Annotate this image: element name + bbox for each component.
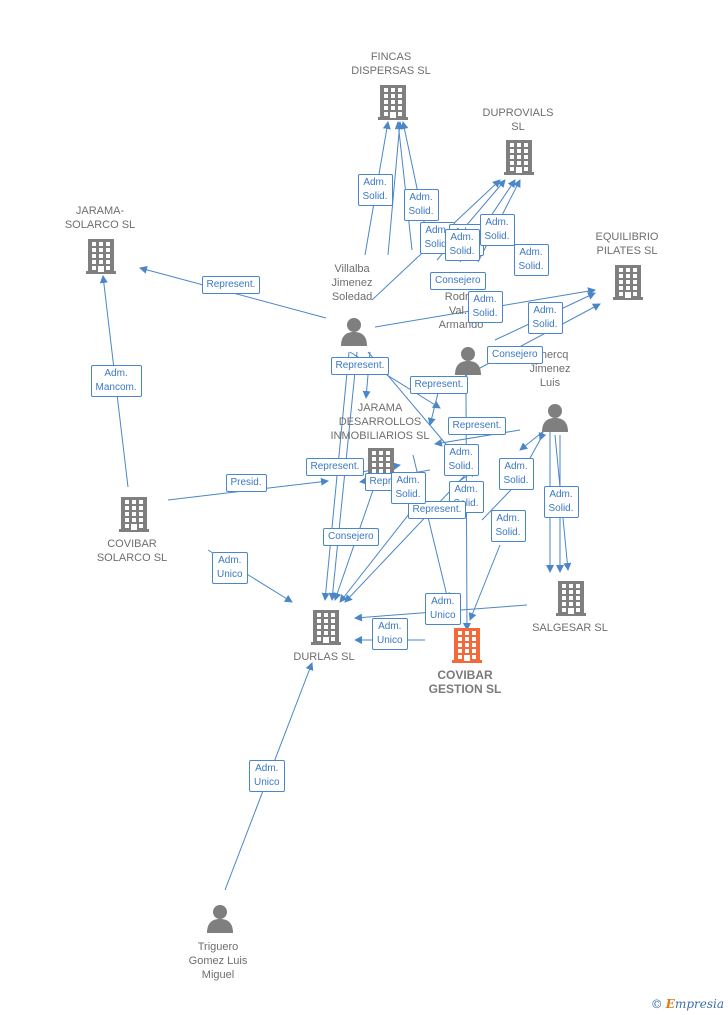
empresia-brand[interactable]: ©Empresia [651,997,724,1011]
edge-label[interactable]: Adm. Mancom. [90,365,142,397]
edge-label[interactable]: Adm. Unico [372,618,408,650]
node-label-lhercq[interactable]: ...hercq Jimenez Luis [529,349,571,389]
node-label-covibar-solarco[interactable]: COVIBAR SOLARCO SL [96,538,168,564]
edge-line [538,431,547,441]
edge-label[interactable]: Adm. Solid. [498,458,534,490]
edge-label[interactable]: Adm. Solid. [543,486,579,518]
edge-label[interactable]: Consejero [323,528,379,546]
edge-label[interactable]: Adm. Solid. [527,302,563,334]
edge-label[interactable]: Adm. Solid. [390,472,426,504]
edge-label[interactable]: Consejero [487,346,543,364]
node-label-jarama-solarco[interactable]: JARAMA- SOLARCO SL [64,205,136,231]
building-icon[interactable] [452,627,482,668]
edge-label[interactable]: Adm. Unico [249,760,285,792]
building-icon[interactable] [311,609,341,650]
person-icon[interactable] [540,402,570,437]
edge-label[interactable]: Represent. [305,458,365,476]
node-label-durlas[interactable]: DURLAS SL [293,651,355,663]
edge-line [387,121,404,256]
edge-label[interactable]: Represent. [447,417,507,435]
node-label-covibar-gestion[interactable]: COVIBAR GESTION SL [428,668,502,696]
building-icon[interactable] [613,264,643,305]
edge-label[interactable]: Adm. Solid. [443,444,479,476]
edge-line [321,351,350,601]
node-label-triguero[interactable]: Triguero Gomez Luis Miguel [188,941,248,981]
edge-line [464,303,601,377]
edge-label[interactable]: Adm. Solid. [444,229,480,261]
node-label-fincas[interactable]: FINCAS DISPERSAS SL [351,51,431,77]
edge-label[interactable]: Adm. Solid. [490,510,526,542]
building-icon[interactable] [504,139,534,180]
person-icon[interactable] [205,903,235,938]
edge-label[interactable]: Represent. [407,501,467,519]
edge-label[interactable]: Adm. Unico [212,552,248,584]
node-label-jarama-desarrollos[interactable]: JARAMA DESARROLLOS INMOBILIARIOS SL [330,402,430,442]
edge-line [394,121,413,251]
node-label-salgesar[interactable]: SALGESAR SL [532,622,608,634]
edge-label[interactable]: Adm. Solid. [357,174,393,206]
edge-line [339,499,421,603]
edge-label[interactable]: Adm. Unico [425,593,461,625]
person-icon[interactable] [453,345,483,380]
edge-line [468,544,501,621]
edge-label[interactable]: Represent. [330,357,390,375]
edge-label[interactable]: Represent. [409,376,469,394]
edge-line [328,351,358,601]
edge-label[interactable]: Adm. Solid. [403,189,439,221]
edge-label[interactable]: Adm. Solid. [467,291,503,323]
copyright-icon: © [650,997,663,1011]
person-icon[interactable] [339,316,369,351]
building-icon[interactable] [556,580,586,621]
edge-label[interactable]: Represent. [201,276,261,294]
node-label-duprovials[interactable]: DUPROVIALS SL [482,107,554,133]
node-label-villalba[interactable]: Villalba Jimenez Soledad [331,263,373,303]
edge-label[interactable]: Presid. [225,474,267,492]
building-icon[interactable] [119,496,149,537]
edge-label[interactable]: Adm. Solid. [513,244,549,276]
brand-name: mpresia [674,997,724,1011]
edge-label[interactable]: Adm. Solid. [479,214,515,246]
edge-label[interactable]: Consejero [430,272,486,290]
node-label-rodriguez[interactable]: Rodr... Val... Armando [438,291,484,331]
building-icon[interactable] [378,84,408,125]
relationship-edges [99,121,601,891]
building-icon[interactable] [86,238,116,279]
node-label-equilibrio[interactable]: EQUILIBRIO PILATES SL [595,231,659,257]
brand-initial: E [665,997,675,1011]
